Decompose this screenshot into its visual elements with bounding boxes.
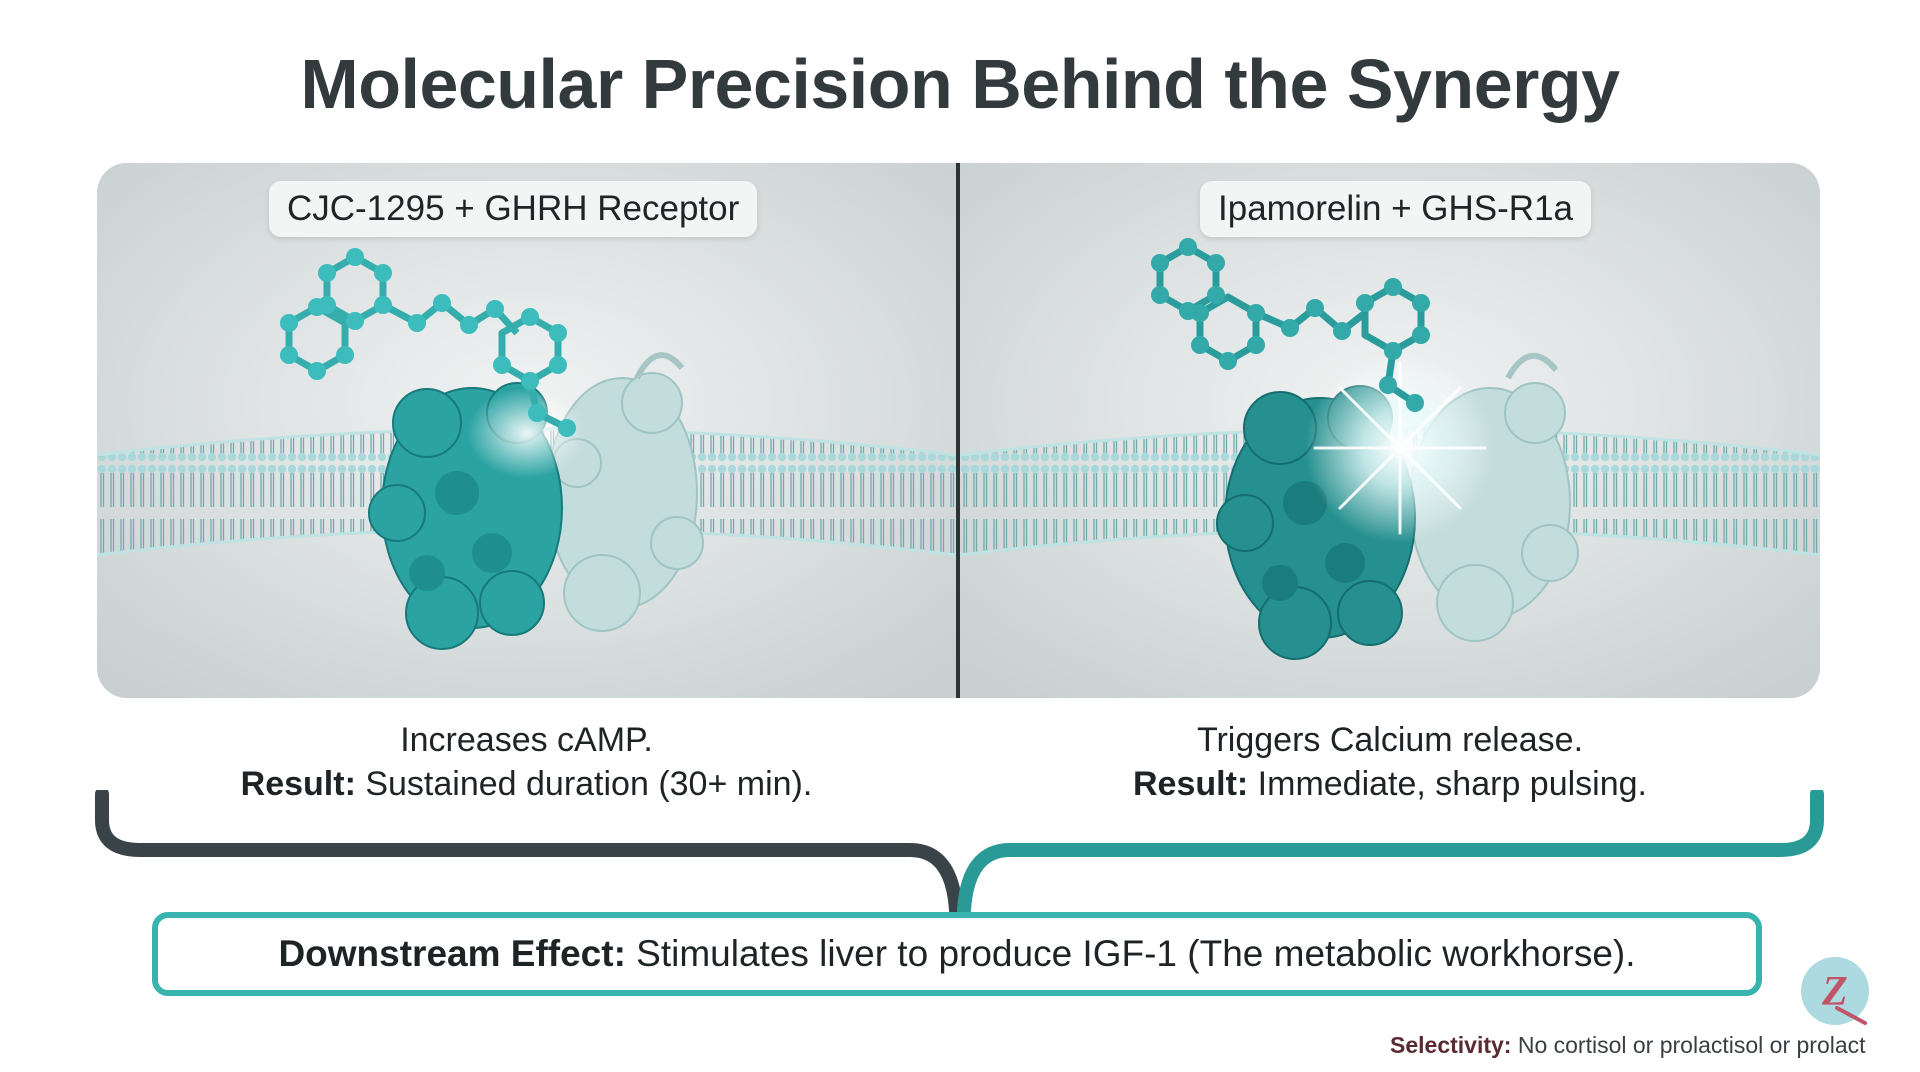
page-title: Molecular Precision Behind the Synergy [300, 45, 1620, 123]
panel-cjc1295: CJC-1295 + GHRH Receptor [97, 163, 956, 698]
svg-text:Z: Z [1821, 969, 1848, 1015]
footnote-text: No cortisol or prolactisol or prolact [1511, 1032, 1866, 1058]
result-label: Result: [240, 765, 356, 803]
result-text: Immediate, sharp pulsing. [1248, 765, 1647, 803]
downstream-effect-box: Downstream Effect: Stimulates liver to p… [152, 912, 1762, 996]
brace-connector [95, 790, 1824, 917]
selectivity-footnote: Selectivity: No cortisol or prolactisol … [1390, 1032, 1920, 1059]
caption-mechanism: Triggers Calcium release. [1196, 721, 1584, 759]
receptor-illustration-right [960, 163, 1820, 698]
downstream-text: Stimulates liver to produce IGF-1 (The m… [625, 933, 1636, 974]
illustration-frame: CJC-1295 + GHRH Receptor [97, 163, 1820, 698]
brace-left-arm [95, 790, 963, 917]
downstream-label: Downstream Effect: [278, 933, 626, 974]
result-text: Sustained duration (30+ min). [355, 765, 813, 803]
caption-mechanism: Increases cAMP. [400, 721, 653, 759]
caption-result: Result: Sustained duration (30+ min). [97, 762, 956, 806]
panel-divider [956, 163, 960, 698]
footnote-label: Selectivity: [1390, 1032, 1512, 1058]
result-label: Result: [1133, 765, 1249, 803]
panel-label-ipamorelin: Ipamorelin + GHS-R1a [1200, 181, 1592, 237]
receptor-illustration-left [97, 163, 956, 698]
caption-ipamorelin: Triggers Calcium release. Result: Immedi… [960, 718, 1820, 806]
brace-right-arm [957, 790, 1824, 917]
zq-logo-icon: Z [1801, 957, 1869, 1025]
panel-ipamorelin: Ipamorelin + GHS-R1a [960, 163, 1820, 698]
caption-cjc1295: Increases cAMP. Result: Sustained durati… [97, 718, 956, 806]
caption-result: Result: Immediate, sharp pulsing. [960, 762, 1820, 806]
panel-label-cjc1295: CJC-1295 + GHRH Receptor [269, 181, 758, 237]
